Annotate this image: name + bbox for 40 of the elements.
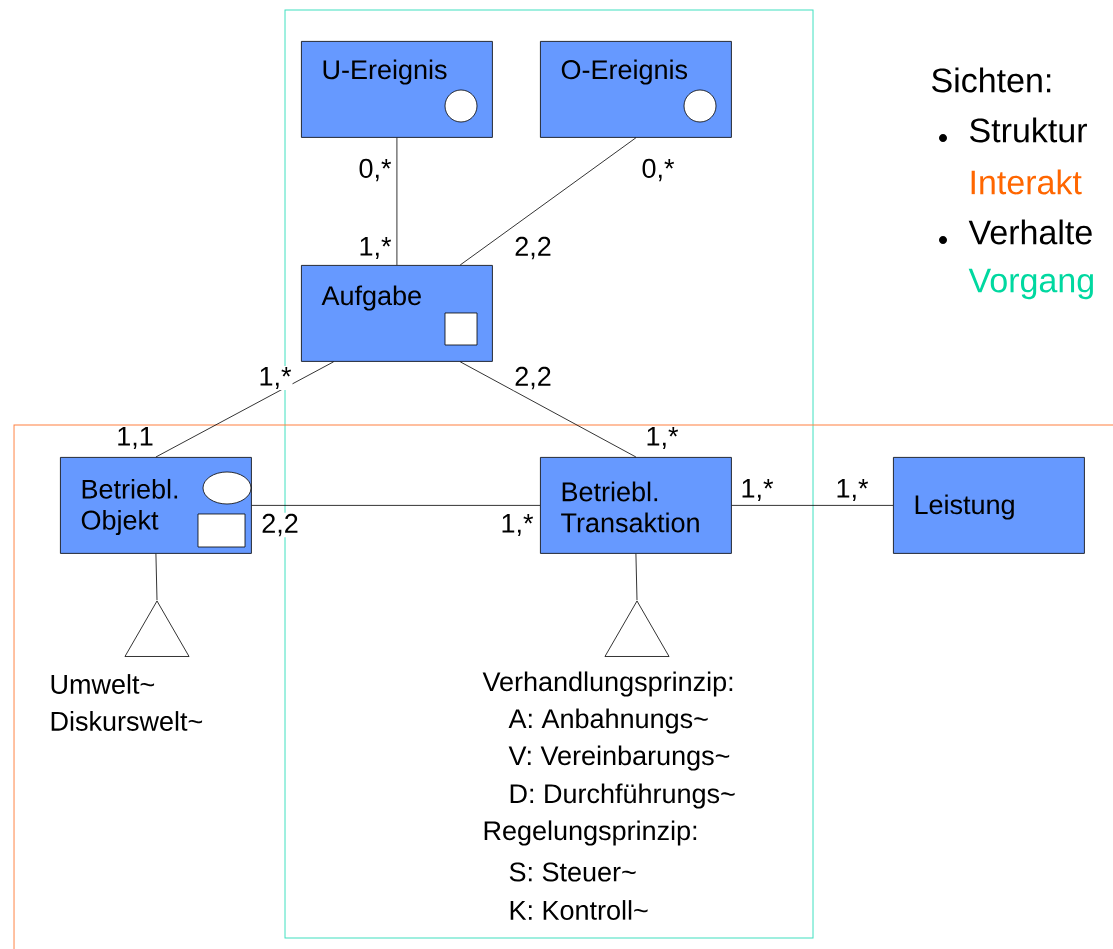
connector-line (459, 361, 637, 458)
entity-box: U-Ereignis (301, 41, 493, 138)
connector-line (396, 137, 398, 266)
cardinality-label: 2,2 (260, 512, 300, 538)
note-text: S: Steuer~ (509, 862, 636, 882)
note-text: Verhandlungsprinzip: (482, 671, 733, 697)
cardinality-label: 1,* (357, 236, 393, 260)
cardinality-label: 1,* (739, 478, 775, 502)
note-text: Diskurswelt~ (51, 711, 203, 731)
bullet-item: Verhalte (939, 219, 1092, 245)
bullet-item: Struktur (939, 117, 1087, 143)
connector-line (251, 505, 541, 506)
entity-box: Aufgabe (301, 265, 493, 362)
cardinality-label: 0,* (640, 157, 676, 183)
connector-line (459, 137, 637, 266)
note-text: Regelungsprinzip: (484, 820, 697, 846)
entity-box: O-Ereignis (540, 41, 732, 138)
cardinality-label: 1,1 (115, 426, 155, 450)
connector-line (155, 361, 334, 458)
note-text: V: Vereinbarungs~ (508, 745, 730, 771)
view-text: Vorgang (968, 268, 1093, 300)
cardinality-label: 1,* (257, 366, 293, 390)
note-text: D: Durchführungs~ (510, 783, 735, 809)
connector-line (635, 553, 638, 601)
connector-line (731, 505, 894, 506)
view-text: Sichten: (932, 67, 1051, 93)
entity-box: Betriebl. Objekt (60, 457, 252, 554)
note-text: K: Kontroll~ (510, 900, 648, 920)
cardinality-label: 1,* (499, 513, 535, 537)
note-text: Umwelt~ (51, 674, 155, 694)
connector-line (155, 553, 158, 601)
entity-box: Betriebl. Transaktion (540, 457, 732, 554)
cardinality-label: 2,2 (513, 235, 553, 261)
view-text: Interakt (971, 169, 1082, 195)
cardinality-label: 2,2 (513, 365, 553, 391)
entity-box: Leistung (893, 457, 1085, 554)
cardinality-label: 0,* (357, 157, 393, 183)
cardinality-label: 1,* (644, 426, 680, 450)
note-text: A: Anbahnungs~ (508, 708, 708, 734)
cardinality-label: 1,* (834, 478, 870, 502)
